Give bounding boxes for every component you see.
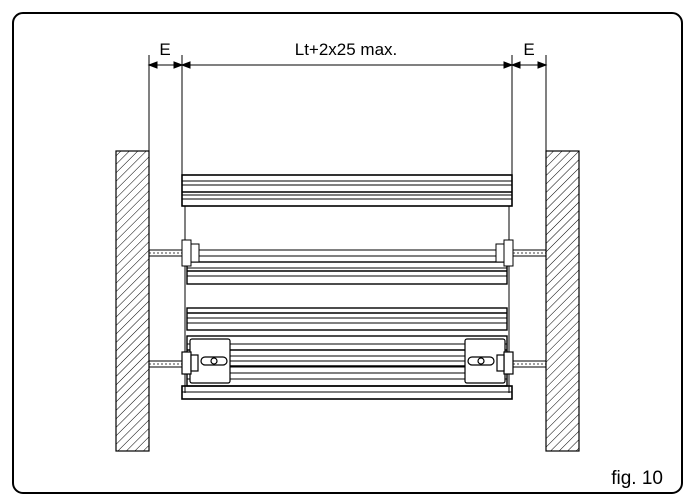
figure-caption: fig. 10 <box>611 468 663 489</box>
left-dimension-label: E <box>159 40 170 59</box>
extension-lines <box>148 55 547 175</box>
rod-threads <box>149 252 546 365</box>
left-pillar <box>115 150 150 452</box>
left-slotted-bracket <box>181 338 231 384</box>
figure-frame <box>12 12 683 494</box>
dimension-lines <box>147 61 548 69</box>
right-slotted-bracket <box>464 338 514 384</box>
right-dimension-label: E <box>523 40 534 59</box>
right-pillar <box>545 150 580 452</box>
center-dimension-label: Lt+2x25 max. <box>295 40 398 59</box>
